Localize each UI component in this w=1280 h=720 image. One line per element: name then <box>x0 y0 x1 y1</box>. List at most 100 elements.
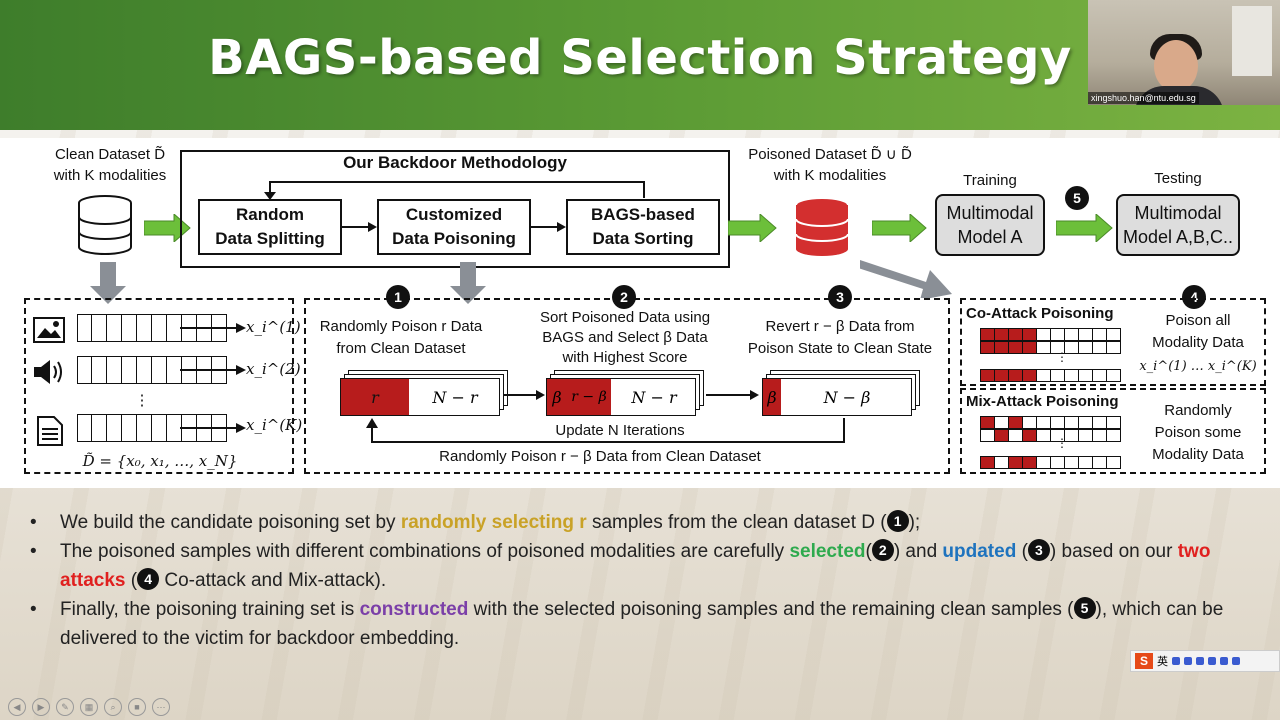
arrow-icon <box>706 390 759 400</box>
pen-icon[interactable]: ✎ <box>56 698 74 716</box>
segment-r-minus-beta: r − β <box>567 379 611 415</box>
methodology-frame <box>180 150 730 268</box>
step-1-badge: 1 <box>386 285 410 309</box>
arrow-icon <box>504 390 545 400</box>
step-3-badge: 3 <box>1027 539 1050 561</box>
vertical-ellipsis: ⋮ <box>1056 350 1068 364</box>
step-4-badge: 4 <box>1182 285 1206 309</box>
dataset-formula: D̃ = {x₀, x₁, …, x_N} <box>82 452 238 470</box>
bullet-1: We build the candidate poisoning set by … <box>30 508 1250 537</box>
model-abc-box: Multimodal Model A,B,C.. <box>1116 194 1240 256</box>
bullet-list: We build the candidate poisoning set by … <box>30 508 1250 653</box>
slide-title: BAGS-based Selection Strategy <box>208 30 1072 86</box>
segment-n-minus-r: N − r <box>432 387 478 407</box>
ime-logo-icon[interactable]: S <box>1135 653 1153 669</box>
data-block-step2: β r − β N − r <box>546 378 696 416</box>
mix-attack-title: Mix-Attack Poisoning <box>966 393 1119 410</box>
modality-panel <box>24 298 294 474</box>
segment-n-minus-r: N − r <box>631 387 677 407</box>
step-5-badge: 5 <box>1065 186 1089 210</box>
step-5-badge: 5 <box>1073 597 1096 619</box>
audio-icon <box>34 360 62 384</box>
image-icon <box>33 317 65 343</box>
step-2-badge: 2 <box>612 285 636 309</box>
title-banner <box>0 0 1280 130</box>
ime-settings-icon[interactable] <box>1232 657 1240 665</box>
presentation-controls[interactable]: ◀ ▶ ✎ ▦ ⌕ ■ ⋯ <box>8 698 170 716</box>
co-attack-description: Poison all Modality Data <box>1152 312 1244 351</box>
x1-label: x_i^(1) <box>246 318 301 336</box>
arrow-right-icon <box>872 214 927 242</box>
row-arrows-icon <box>180 323 246 433</box>
bullet-2: The poisoned samples with different comb… <box>30 537 1250 595</box>
webcam-video <box>1088 0 1280 105</box>
data-block-step1: r N − r <box>340 378 500 416</box>
slides-icon[interactable]: ▦ <box>80 698 98 716</box>
step-bags-sorting: BAGS-based Data Sorting <box>566 199 720 255</box>
ime-language-toggle[interactable]: 英 <box>1157 656 1168 668</box>
step-random-splitting: Random Data Splitting <box>198 199 342 255</box>
arrow-right-icon <box>1056 214 1113 242</box>
document-icon <box>37 416 63 446</box>
next-slide-icon[interactable]: ▶ <box>32 698 50 716</box>
poisoned-dataset-label: Poisoned Dataset D̃ ∪ D̃ <box>748 146 912 163</box>
methodology-title: Our Backdoor Methodology <box>343 153 567 172</box>
data-block-step3: β N − β <box>762 378 912 416</box>
clean-dataset-label: Clean Dataset D̃ <box>54 146 166 163</box>
feedback-loop-icon <box>366 418 845 443</box>
co-attack-title: Co-Attack Poisoning <box>966 305 1114 322</box>
ime-punctuation-icon[interactable] <box>1172 657 1180 665</box>
arrow-icon <box>531 222 566 232</box>
bullet-3: Finally, the poisoning training set is c… <box>30 595 1250 653</box>
ime-toolbox-icon[interactable] <box>1220 657 1228 665</box>
training-label: Training <box>963 172 1017 189</box>
step-2-description: Sort Poisoned Data using BAGS and Select… <box>539 309 711 366</box>
poisoned-modalities-label: with K modalities <box>773 167 887 184</box>
zoom-icon[interactable]: ⌕ <box>104 698 122 716</box>
down-arrow-icon <box>90 262 126 304</box>
mix-attack-row <box>980 456 1121 469</box>
webcam-label: xingshuo.han@ntu.edu.sg <box>1088 92 1199 104</box>
arrow-icon <box>342 222 377 232</box>
ime-skin-icon[interactable] <box>1208 657 1216 665</box>
testing-label: Testing <box>1154 170 1202 187</box>
step-customized-poisoning: Customized Data Poisoning <box>377 199 531 255</box>
update-iterations-label: Update N Iterations <box>555 422 685 439</box>
segment-beta: β <box>547 379 568 415</box>
diagonal-arrow-icon <box>860 260 952 298</box>
mix-attack-description: Randomly Poison some Modality Data <box>1152 402 1244 463</box>
down-arrow-icon <box>450 262 486 304</box>
loop-arrow-icon <box>264 181 645 200</box>
step-2-badge: 2 <box>871 539 894 561</box>
clean-modalities-label: with K modalities <box>53 167 167 184</box>
vertical-ellipsis: ⋮ <box>134 392 150 409</box>
step-1-badge: 1 <box>886 510 909 532</box>
co-attack-row <box>980 328 1121 341</box>
camera-icon[interactable]: ■ <box>128 698 146 716</box>
x2-label: x_i^(2) <box>246 360 301 378</box>
arrow-right-icon <box>728 214 777 242</box>
methodology-diagram: Clean Dataset D̃ with K modalities Our B… <box>0 138 1280 488</box>
ime-voice-icon[interactable] <box>1184 657 1192 665</box>
prev-slide-icon[interactable]: ◀ <box>8 698 26 716</box>
co-attack-row <box>980 341 1121 354</box>
segment-r: r <box>341 379 409 415</box>
vertical-ellipsis: ⋮ <box>1056 436 1068 450</box>
co-attack-panel <box>960 298 1266 386</box>
ime-keyboard-icon[interactable] <box>1196 657 1204 665</box>
step-4-badge: 4 <box>137 568 160 590</box>
loop-description: Randomly Poison r − β Data from Clean Da… <box>439 448 761 465</box>
modality-row-1 <box>77 314 227 342</box>
mix-attack-row <box>980 429 1121 442</box>
more-icon[interactable]: ⋯ <box>152 698 170 716</box>
segment-n-minus-beta: N − β <box>823 387 871 407</box>
step-1-description: Randomly Poison r Data from Clean Datase… <box>319 318 483 357</box>
co-attack-row <box>980 369 1121 382</box>
ime-toolbar[interactable]: S 英 <box>1130 650 1280 672</box>
model-a-box: Multimodal Model A <box>935 194 1045 256</box>
xk-label: x_i^(K) <box>246 416 303 434</box>
step-3-description: Revert r − β Data from Poison State to C… <box>747 318 933 357</box>
poisoned-database-icon <box>795 197 849 256</box>
clean-database-icon <box>78 195 132 255</box>
step-3-badge: 3 <box>828 285 852 309</box>
